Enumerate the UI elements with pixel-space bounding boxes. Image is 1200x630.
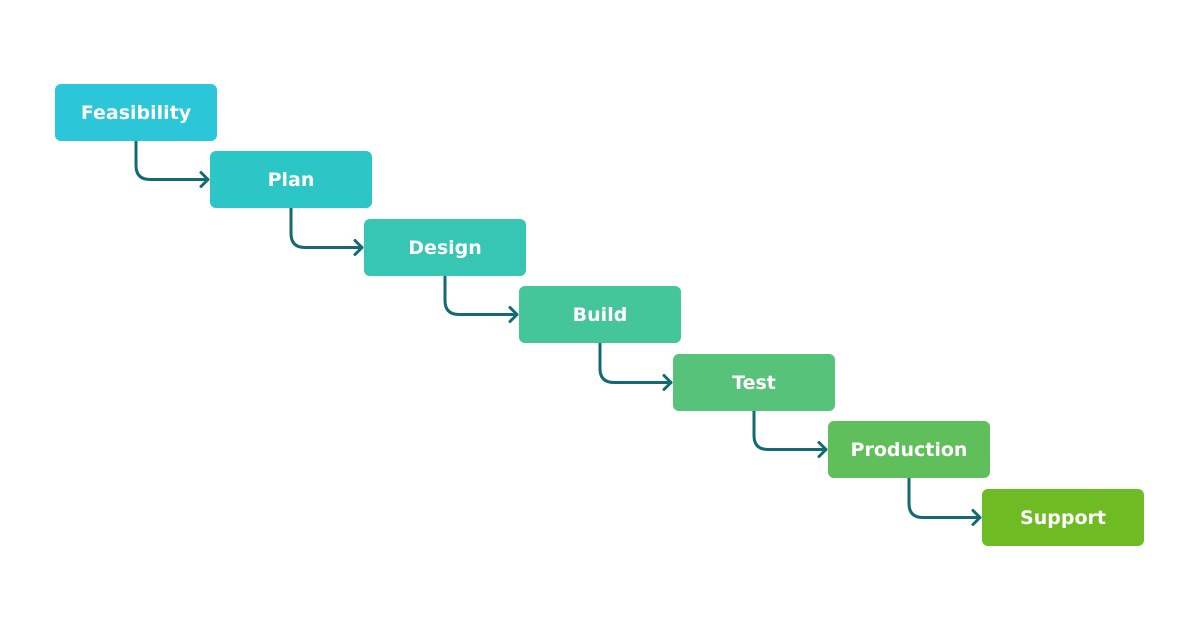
- connector-line: [907, 476, 982, 519]
- connector-line: [752, 409, 828, 451]
- stage-label-support: Support: [1020, 506, 1106, 529]
- stage-label-feasibility: Feasibility: [80, 101, 192, 124]
- stage-production: Production: [828, 421, 990, 478]
- stage-design: Design: [364, 219, 526, 276]
- arrowhead-icon: [508, 306, 519, 323]
- connector-line: [134, 139, 210, 181]
- stage-feasibility: Feasibility: [55, 84, 217, 141]
- arrowhead-icon: [353, 239, 364, 256]
- stage-label-plan: Plan: [267, 168, 315, 191]
- stage-label-build: Build: [572, 303, 628, 326]
- connector-line: [598, 341, 673, 384]
- stage-label-design: Design: [408, 236, 482, 259]
- stage-support: Support: [982, 489, 1144, 546]
- connector-line: [443, 274, 519, 316]
- arrowhead-icon: [817, 441, 828, 458]
- stage-build: Build: [519, 286, 681, 343]
- stage-label-test: Test: [732, 371, 776, 394]
- connector-line: [289, 206, 364, 249]
- arrowhead-icon: [662, 374, 673, 391]
- stage-label-production: Production: [850, 438, 968, 461]
- arrowhead-icon: [199, 171, 210, 188]
- stage-test: Test: [673, 354, 835, 411]
- arrowhead-icon: [971, 509, 982, 526]
- stage-plan: Plan: [210, 151, 372, 208]
